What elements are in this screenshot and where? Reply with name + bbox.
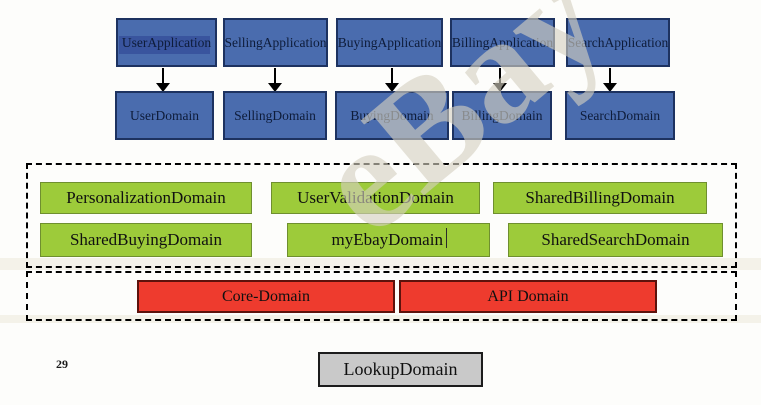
box-buying-application[interactable]: BuyingApplication: [336, 18, 443, 67]
box-label: API Domain: [487, 287, 569, 305]
down-arrow-icon: [493, 68, 507, 92]
box-label: LookupDomain: [343, 359, 458, 379]
box-label: PersonalizationDomain: [66, 188, 226, 207]
box-shared-search-domain[interactable]: SharedSearchDomain: [508, 223, 723, 257]
box-label: SharedSearchDomain: [541, 230, 690, 249]
box-shared-billing-domain[interactable]: SharedBillingDomain: [493, 182, 707, 214]
box-label: BuyingDomain: [350, 107, 434, 123]
box-label: UserDomain: [130, 107, 199, 123]
box-label: SharedBuyingDomain: [69, 230, 223, 249]
box-search-application[interactable]: SearchApplication: [566, 18, 670, 67]
box-lookup-domain[interactable]: LookupDomain: [318, 352, 483, 387]
box-buying-domain[interactable]: BuyingDomain: [335, 91, 449, 140]
box-label: SellingApplication: [224, 34, 327, 50]
box-user-application[interactable]: UserApplication: [116, 18, 217, 67]
box-selling-application[interactable]: SellingApplication: [223, 18, 328, 67]
page-number: 29: [56, 357, 68, 371]
box-billing-domain[interactable]: BillingDomain: [452, 91, 552, 140]
box-label: SharedBillingDomain: [525, 188, 675, 207]
box-label: UserValidationDomain: [297, 188, 454, 207]
box-label: SellingDomain: [234, 107, 316, 123]
box-label: BillingDomain: [461, 107, 543, 123]
box-search-domain[interactable]: SearchDomain: [565, 91, 675, 140]
down-arrow-icon: [603, 68, 617, 92]
box-myebay-domain[interactable]: myEbayDomain: [287, 223, 490, 257]
box-personalization-domain[interactable]: PersonalizationDomain: [40, 182, 252, 214]
box-label: BuyingApplication: [337, 34, 442, 50]
box-core-domain[interactable]: Core-Domain: [137, 280, 395, 313]
down-arrow-icon: [268, 68, 282, 92]
box-label: Core-Domain: [222, 287, 310, 305]
box-label: BillingApplication: [451, 34, 554, 50]
box-api-domain[interactable]: API Domain: [399, 280, 657, 313]
box-billing-application[interactable]: BillingApplication: [450, 18, 555, 67]
down-arrow-icon: [156, 68, 170, 92]
down-arrow-icon: [385, 68, 399, 92]
box-shared-buying-domain[interactable]: SharedBuyingDomain: [40, 223, 252, 257]
box-label: myEbayDomain: [331, 230, 443, 249]
box-label: SearchDomain: [579, 107, 661, 123]
text-selection-highlight: [119, 36, 210, 54]
box-user-domain[interactable]: UserDomain: [115, 91, 214, 140]
box-selling-domain[interactable]: SellingDomain: [223, 91, 327, 140]
box-user-validation-domain[interactable]: UserValidationDomain: [271, 182, 480, 214]
text-cursor: [445, 228, 448, 248]
box-label: SearchApplication: [567, 34, 669, 50]
box-label: UserApplication: [121, 34, 212, 50]
